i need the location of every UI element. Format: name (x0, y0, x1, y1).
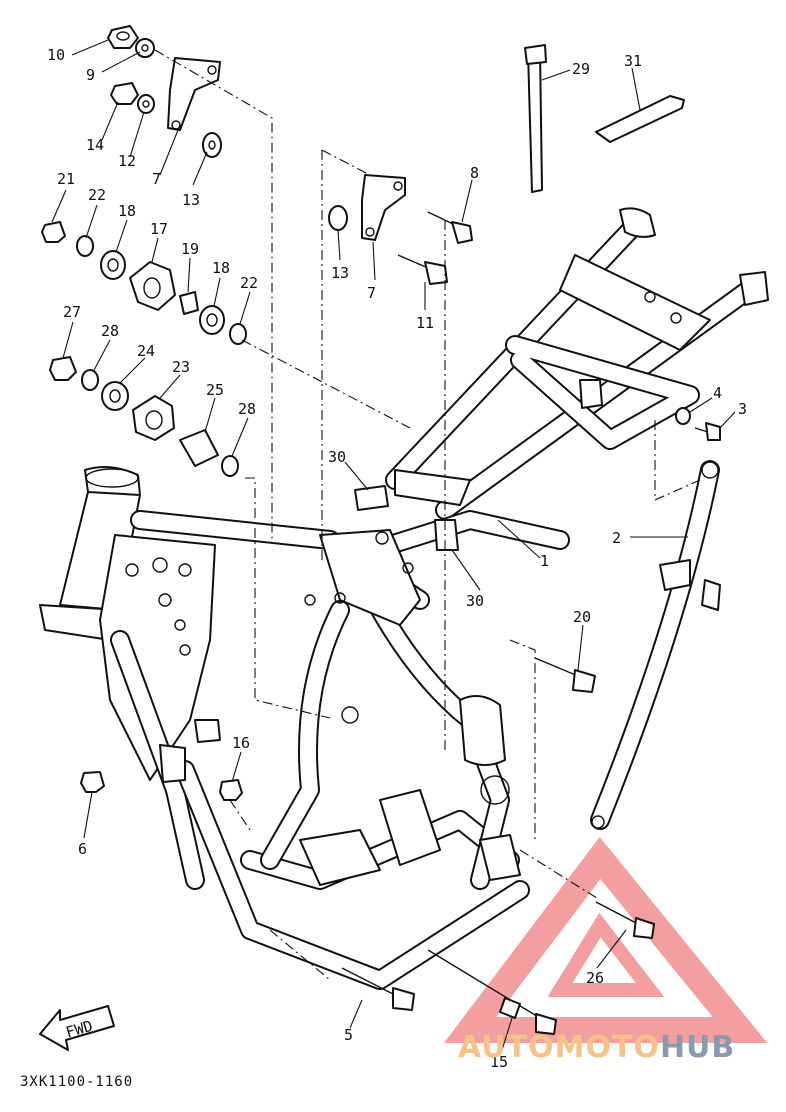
watermark-text-part2: HUB (659, 1030, 736, 1065)
watermark-text-part1: AUTOMOTO (458, 1030, 660, 1065)
label-22b: 22 (240, 274, 258, 292)
watermark-text: AUTOMOTOHUB (458, 1030, 735, 1065)
label-5: 5 (344, 1026, 353, 1044)
fwd-arrow: FWD (39, 1005, 115, 1051)
label-1: 1 (540, 552, 549, 570)
drawing-code: 3XK1100-1160 (20, 1074, 134, 1090)
label-8: 8 (470, 164, 479, 182)
label-25: 25 (206, 381, 224, 399)
assembly-lines (154, 49, 701, 981)
label-28b: 28 (238, 400, 256, 418)
label-21: 21 (57, 170, 75, 188)
label-15: 15 (490, 1053, 508, 1071)
main-frame (39, 207, 769, 990)
label-30b: 30 (466, 592, 484, 610)
label-14: 14 (86, 136, 104, 154)
label-12: 12 (118, 152, 136, 170)
label-6: 6 (78, 840, 87, 858)
label-9: 9 (86, 66, 95, 84)
label-28a: 28 (101, 322, 119, 340)
label-7b: 7 (367, 284, 376, 302)
label-13a: 13 (182, 191, 200, 209)
loose-parts (41, 25, 721, 1035)
label-29: 29 (572, 60, 590, 78)
label-18a: 18 (118, 202, 136, 220)
label-23: 23 (172, 358, 190, 376)
label-10: 10 (47, 46, 65, 64)
rear-frame-stay (590, 460, 721, 830)
watermark-triangle (443, 836, 768, 1043)
label-31: 31 (624, 52, 642, 70)
label-20: 20 (573, 608, 591, 626)
label-22a: 22 (88, 186, 106, 204)
label-19: 19 (181, 240, 199, 258)
label-26: 26 (586, 969, 604, 987)
label-3: 3 (738, 400, 747, 418)
label-13b: 13 (331, 264, 349, 282)
label-11: 11 (416, 314, 434, 332)
label-4: 4 (713, 384, 722, 402)
part-labels: 10 9 14 12 7 13 21 22 18 17 19 18 22 27 … (47, 46, 747, 1071)
label-24: 24 (137, 342, 155, 360)
label-27: 27 (63, 303, 81, 321)
label-7a: 7 (152, 170, 161, 188)
label-2: 2 (612, 529, 621, 547)
label-16: 16 (232, 734, 250, 752)
leader-lines (51, 39, 736, 1051)
label-18b: 18 (212, 259, 230, 277)
label-17: 17 (150, 220, 168, 238)
label-30a: 30 (328, 448, 346, 466)
